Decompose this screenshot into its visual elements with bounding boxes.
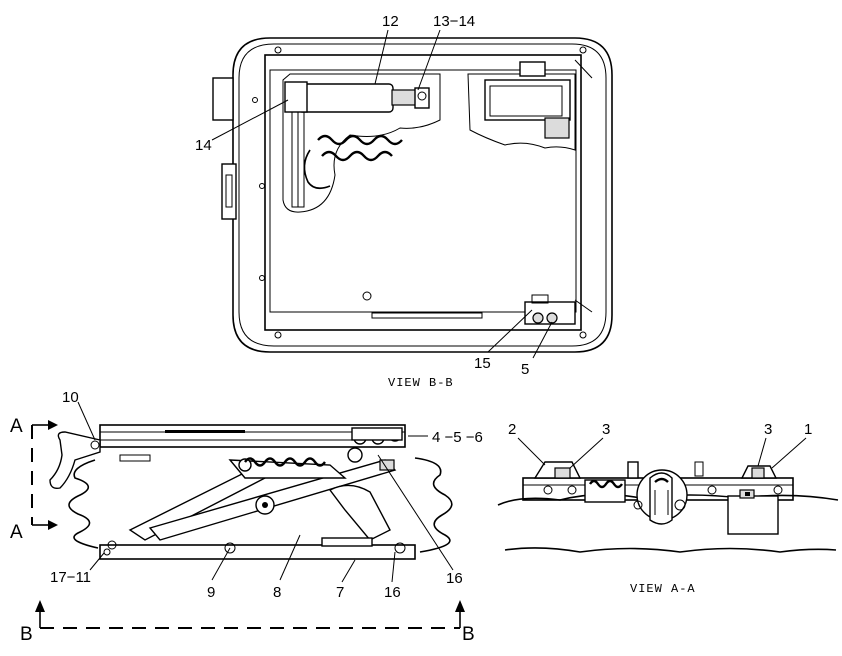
callout-5-bb: 5	[521, 361, 529, 378]
callout-16-a: 16	[384, 584, 401, 601]
bb-outer-housing	[232, 37, 613, 353]
view-aa-caption: VIEW A-A	[630, 582, 696, 596]
callout-3-b: 3	[764, 421, 772, 438]
bb-valve-block	[484, 79, 571, 121]
view-bb-caption: VIEW B-B	[388, 376, 454, 390]
callout-10: 10	[62, 389, 79, 406]
callout-14: 14	[195, 137, 212, 154]
view-aa: 2 3 3 1 VIEW A-A	[497, 421, 839, 596]
section-marker-a-bottom: A	[10, 522, 23, 543]
callout-7: 7	[336, 584, 344, 601]
callout-4-5-6: 4 −5 −6	[432, 429, 483, 446]
callout-12: 12	[382, 13, 399, 30]
callout-17-11: 17−11	[50, 569, 91, 586]
section-marker-a-top: A	[10, 416, 23, 437]
view-side: A A B B 10 4 −5 −6 17−11 9 8 7 16 16	[10, 389, 483, 645]
side-bottom-plate	[99, 544, 416, 560]
view-bb: 12 13−14 14 15 5 VIEW B-B	[195, 13, 613, 390]
callout-9: 9	[207, 584, 215, 601]
aa-control-box	[727, 495, 779, 535]
callout-16-b: 16	[446, 570, 463, 587]
callout-15: 15	[474, 355, 491, 372]
callout-1: 1	[804, 421, 812, 438]
callout-8: 8	[273, 584, 281, 601]
side-top-plate	[99, 424, 406, 448]
callout-13-14: 13−14	[433, 13, 475, 30]
callout-3-a: 3	[602, 421, 610, 438]
section-marker-b-left: B	[20, 624, 33, 645]
bb-cylinder	[297, 83, 394, 113]
bb-inner-plate	[264, 54, 582, 331]
callout-2: 2	[508, 421, 516, 438]
section-marker-b-right: B	[462, 624, 475, 645]
